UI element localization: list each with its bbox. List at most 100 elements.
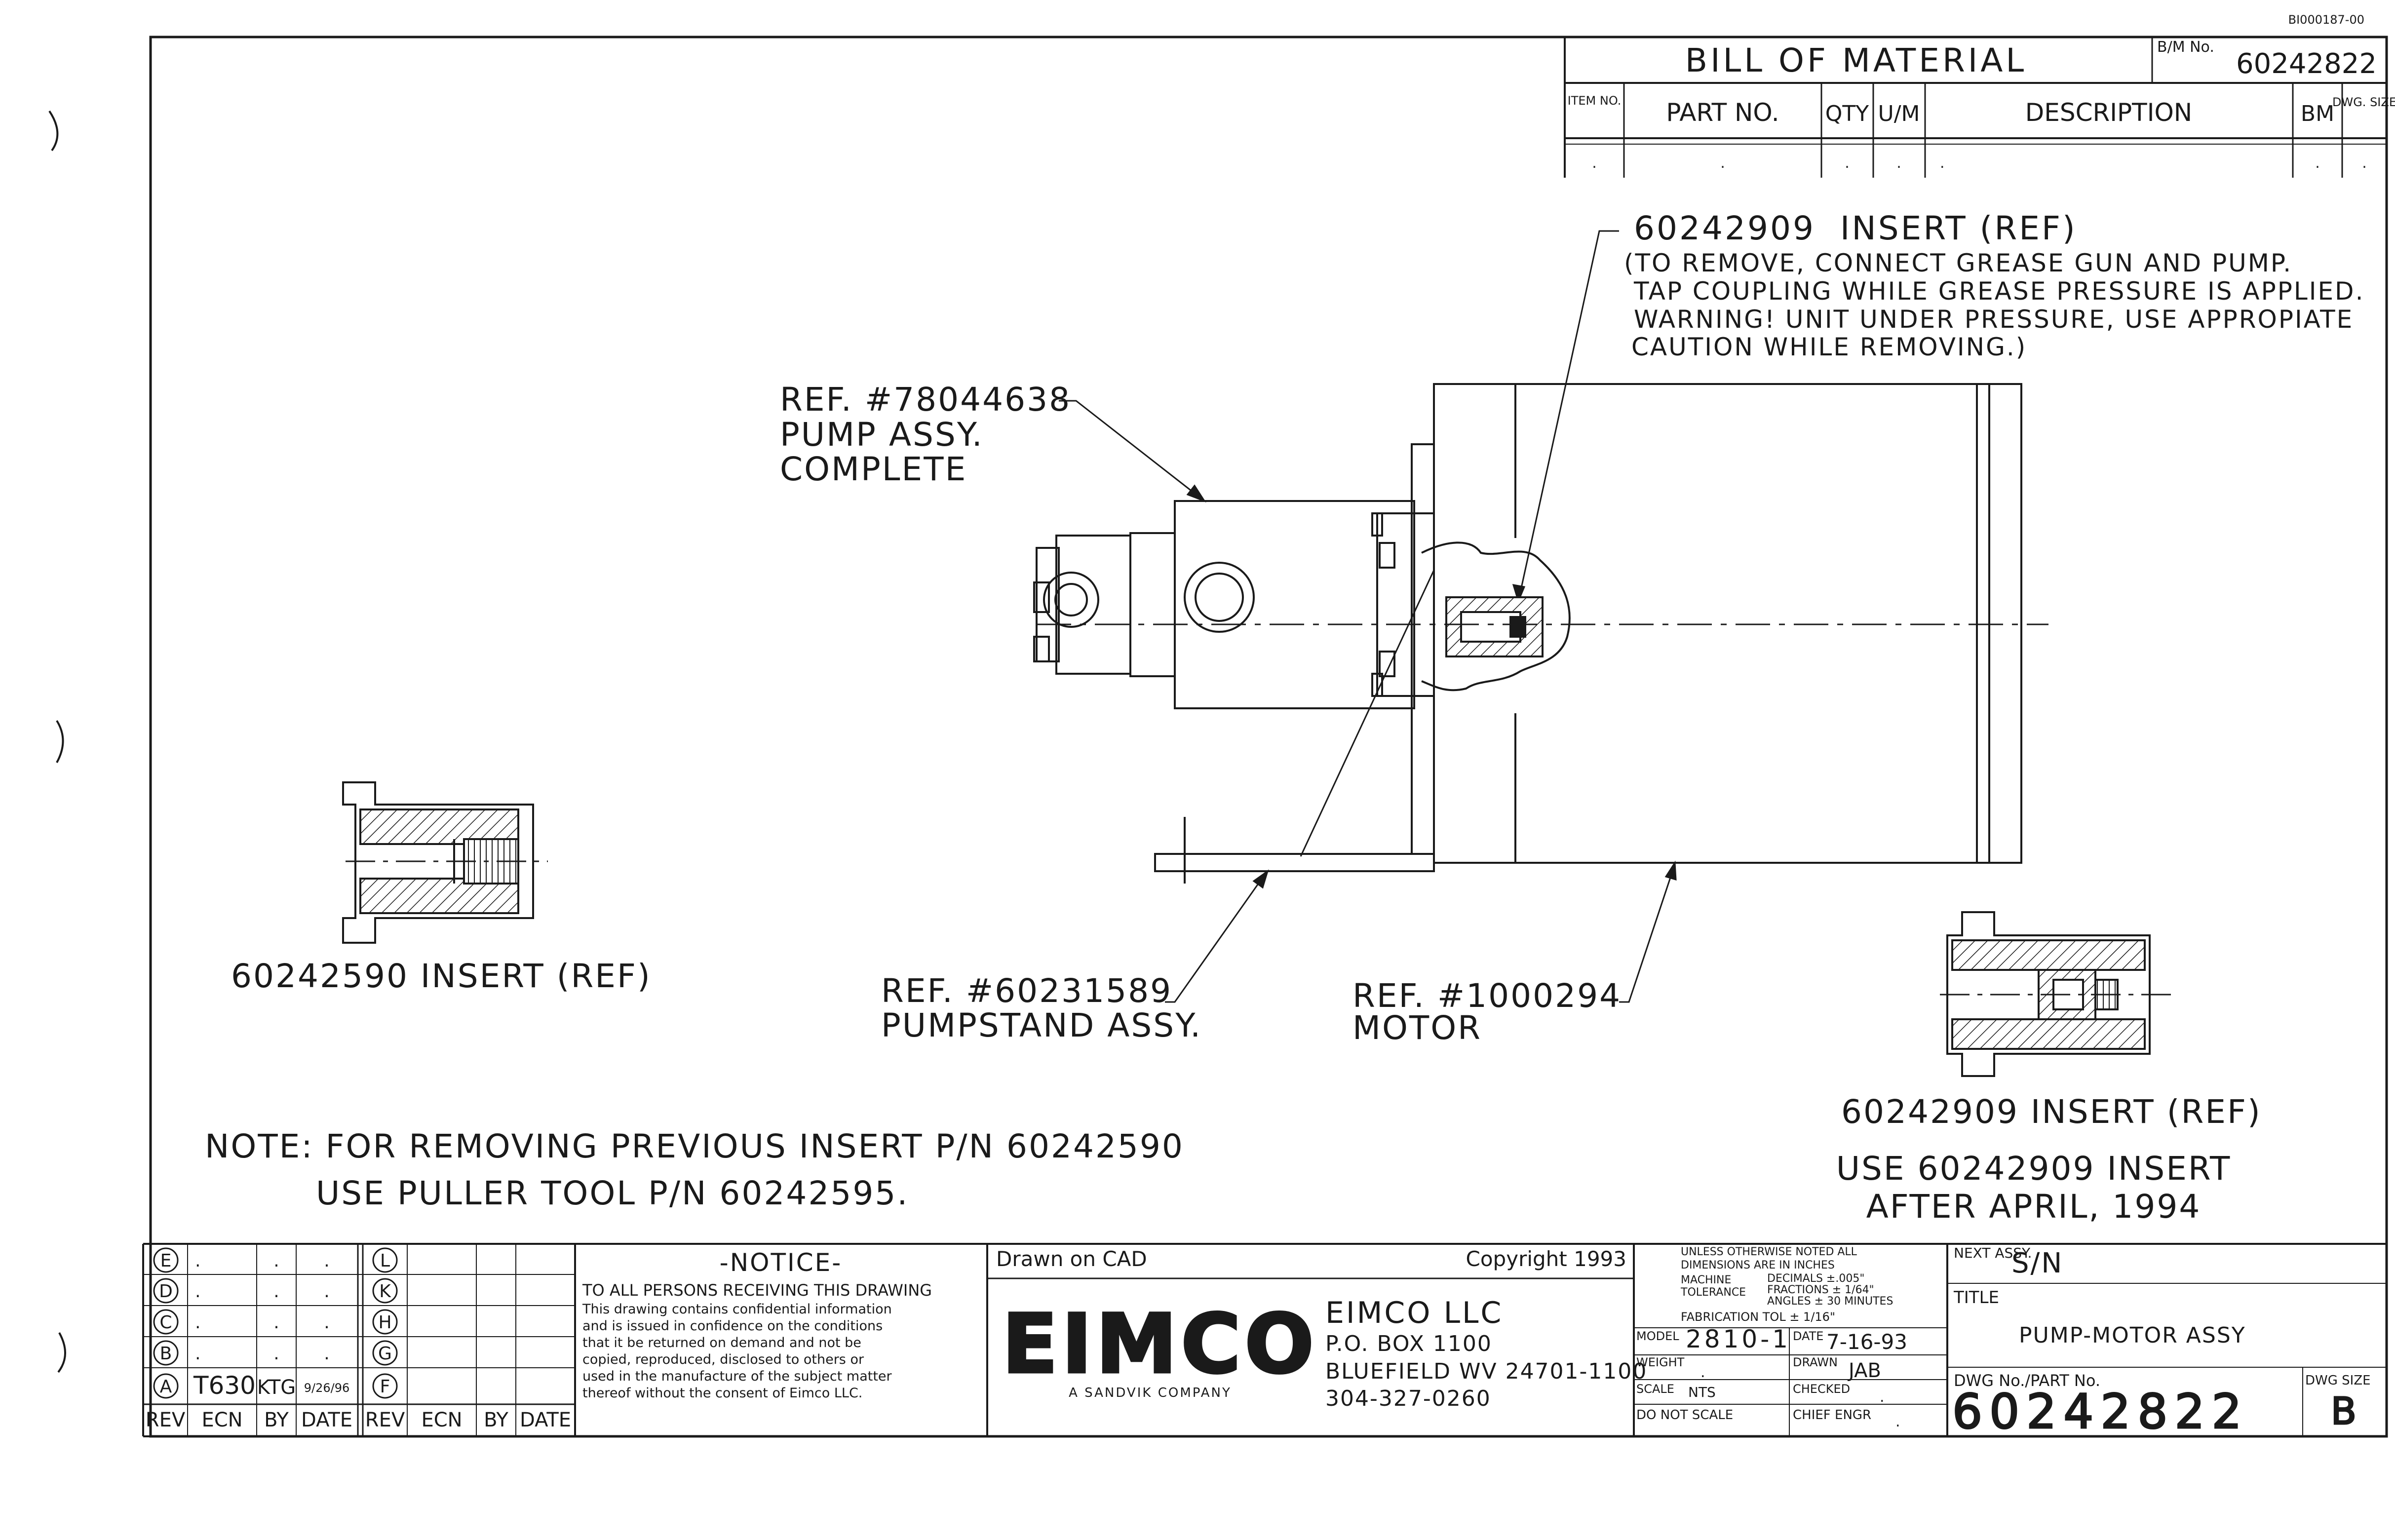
rev-letter-l: L <box>380 1251 390 1271</box>
callout-pump: REF. #78044638 PUMP ASSY. COMPLETE <box>780 381 1071 488</box>
bom-row-bm: . <box>2315 154 2320 172</box>
bom-header-um: U/M <box>1878 101 1920 126</box>
bom-row-part-no: . <box>1720 154 1725 172</box>
rev-header-by: BY <box>264 1409 289 1431</box>
callout-pumpstand-ref: REF. #60231589 <box>881 972 1172 1010</box>
tolerance-line-3: DECIMALS ±.005" <box>1767 1272 1864 1285</box>
scale-value: NTS <box>1688 1384 1716 1400</box>
callout-pumpstand-name: PUMPSTAND ASSY. <box>881 1006 1202 1044</box>
next-assy-label: NEXT ASSY. <box>1954 1245 2032 1261</box>
leader-lines <box>1059 230 1677 1003</box>
rev-header-date-2: DATE <box>520 1409 571 1431</box>
rev-d-by: . <box>273 1281 279 1302</box>
notice: -NOTICE- TO ALL PERSONS RECEIVING THIS D… <box>582 1248 932 1401</box>
callout-motor: REF. #1000294 MOTOR <box>1352 977 1622 1047</box>
rev-a-ecn: T630 <box>193 1371 256 1400</box>
model-value: 2810-1 <box>1686 1325 1791 1353</box>
rev-d-ecn: . <box>195 1281 200 1302</box>
use-note-line-1: USE 60242909 INSERT <box>1836 1150 2232 1188</box>
rev-b-ecn: . <box>195 1344 200 1364</box>
checked-label: CHECKED <box>1793 1382 1850 1396</box>
rev-header-date: DATE <box>301 1409 352 1431</box>
rev-letter-e: E <box>160 1251 172 1271</box>
bill-of-material: BILL OF MATERIAL B/M No. 60242822 ITEM N… <box>1564 37 2395 178</box>
next-assy-value: S/N <box>2011 1247 2063 1279</box>
rev-letter-g: G <box>378 1344 392 1364</box>
rev-header-by-2: BY <box>484 1409 508 1431</box>
callout-insert-main-line-3: WARNING! UNIT UNDER PRESSURE, USE APPROP… <box>1634 305 2354 334</box>
rev-header-rev: REV <box>146 1409 186 1431</box>
scale-label: SCALE <box>1636 1382 1674 1396</box>
use-note-line-2: AFTER APRIL, 1994 <box>1866 1188 2202 1226</box>
rev-b-date: . <box>324 1344 329 1364</box>
notice-line-6: used in the manufacture of the subject m… <box>582 1369 892 1384</box>
callout-motor-name: MOTOR <box>1352 1009 1482 1047</box>
scan-marks <box>48 110 66 1373</box>
eimco-logo: EIMCO <box>1002 1297 1318 1391</box>
bom-row-qty: . <box>1845 154 1850 172</box>
rev-letter-a: A <box>160 1377 172 1397</box>
dwg-size-label: DWG SIZE <box>2305 1373 2371 1388</box>
callout-insert-old: 60242590 INSERT (REF) <box>231 957 652 995</box>
bom-row-um: . <box>1896 154 1901 172</box>
callout-insert-main-title: 60242909 INSERT (REF) <box>1634 209 2077 247</box>
rev-letter-h: H <box>378 1312 391 1333</box>
pump-port-circle <box>1184 562 1255 633</box>
rev-c-by: . <box>273 1312 279 1333</box>
weight-value: . <box>1700 1364 1705 1381</box>
insert-60242909-detail <box>1940 911 2177 1077</box>
callout-motor-ref: REF. #1000294 <box>1352 977 1622 1015</box>
callout-pumpstand: REF. #60231589 PUMPSTAND ASSY. <box>881 972 1202 1044</box>
tolerance-block: UNLESS OTHERWISE NOTED ALL DIMENSIONS AR… <box>1680 1246 1893 1324</box>
bm-no-label: B/M No. <box>2157 38 2214 56</box>
rev-letter-b: B <box>160 1344 172 1364</box>
callout-pump-ref: REF. #78044638 <box>780 381 1071 419</box>
drawn-on-cad: Drawn on CAD <box>996 1247 1147 1271</box>
revision-table: E D C B A . . . . . . . . . . . . T630 K… <box>146 1251 571 1431</box>
rev-e-ecn: . <box>195 1251 200 1271</box>
rev-letter-f: F <box>380 1377 390 1397</box>
weight-label: WEIGHT <box>1636 1355 1685 1369</box>
company-block: Drawn on CAD Copyright 1993 EIMCO A SAND… <box>996 1247 1646 1411</box>
bom-title: BILL OF MATERIAL <box>1685 41 2027 79</box>
rev-c-date: . <box>324 1312 329 1333</box>
notice-line-2: This drawing contains confidential infor… <box>582 1302 892 1317</box>
bom-row-description: . <box>1940 154 1945 172</box>
revision-circles <box>153 1247 398 1399</box>
rev-header-ecn-2: ECN <box>421 1409 462 1431</box>
note-line-1: NOTE: FOR REMOVING PREVIOUS INSERT P/N 6… <box>205 1127 1184 1165</box>
company-phone: 304-327-0260 <box>1325 1386 1491 1411</box>
tolerance-line-1: UNLESS OTHERWISE NOTED ALL <box>1681 1246 1857 1258</box>
tolerance-line-5: ANGLES ± 30 MINUTES <box>1767 1295 1893 1308</box>
drawn-label: DRAWN <box>1793 1355 1838 1369</box>
callout-insert-new: 60242909 INSERT (REF) <box>1841 1093 2262 1131</box>
tolerance-line-2: DIMENSIONS ARE IN INCHES <box>1681 1259 1835 1271</box>
note-line-2: USE PULLER TOOL P/N 60242595. <box>316 1174 909 1212</box>
bom-header-item-no: ITEM NO. <box>1568 94 1622 108</box>
company-name: EIMCO LLC <box>1325 1296 1503 1330</box>
chief-engr-value: . <box>1895 1413 1900 1430</box>
chief-engr-label: CHIEF ENGR <box>1793 1408 1871 1423</box>
dwg-size-value: B <box>2331 1389 2356 1433</box>
rev-letter-c: C <box>159 1312 172 1333</box>
bom-header-qty: QTY <box>1825 101 1869 126</box>
rev-c-ecn: . <box>195 1312 200 1333</box>
checked-value: . <box>1880 1388 1885 1406</box>
rev-b-by: . <box>273 1344 279 1364</box>
callout-insert-main-line-2: TAP COUPLING WHILE GREASE PRESSURE IS AP… <box>1633 277 2364 306</box>
rev-d-date: . <box>324 1281 329 1302</box>
bm-no: 60242822 <box>2236 48 2377 80</box>
dwg-no-label: DWG No./PART No. <box>1954 1371 2100 1390</box>
bom-header-description: DESCRIPTION <box>2025 98 2192 127</box>
sheet-id: BI000187-00 <box>2288 13 2364 27</box>
tolerance-label: TOLERANCE <box>1680 1286 1746 1299</box>
dwg-no-value: 60242822 <box>1952 1384 2249 1439</box>
rev-letter-d: D <box>159 1281 173 1302</box>
rev-e-date: . <box>324 1251 329 1271</box>
title-block <box>142 1243 2387 1437</box>
callout-insert-main-line-1: (TO REMOVE, CONNECT GREASE GUN AND PUMP. <box>1624 249 2292 277</box>
title-fields: MODEL 2810-1 DATE 7-16-93 WEIGHT . DRAWN… <box>1636 1245 2371 1440</box>
company-tagline: A SANDVIK COMPANY <box>1069 1386 1232 1400</box>
rev-header-rev-2: REV <box>365 1409 405 1431</box>
tolerance-line-6: FABRICATION TOL ± 1/16" <box>1681 1310 1835 1324</box>
